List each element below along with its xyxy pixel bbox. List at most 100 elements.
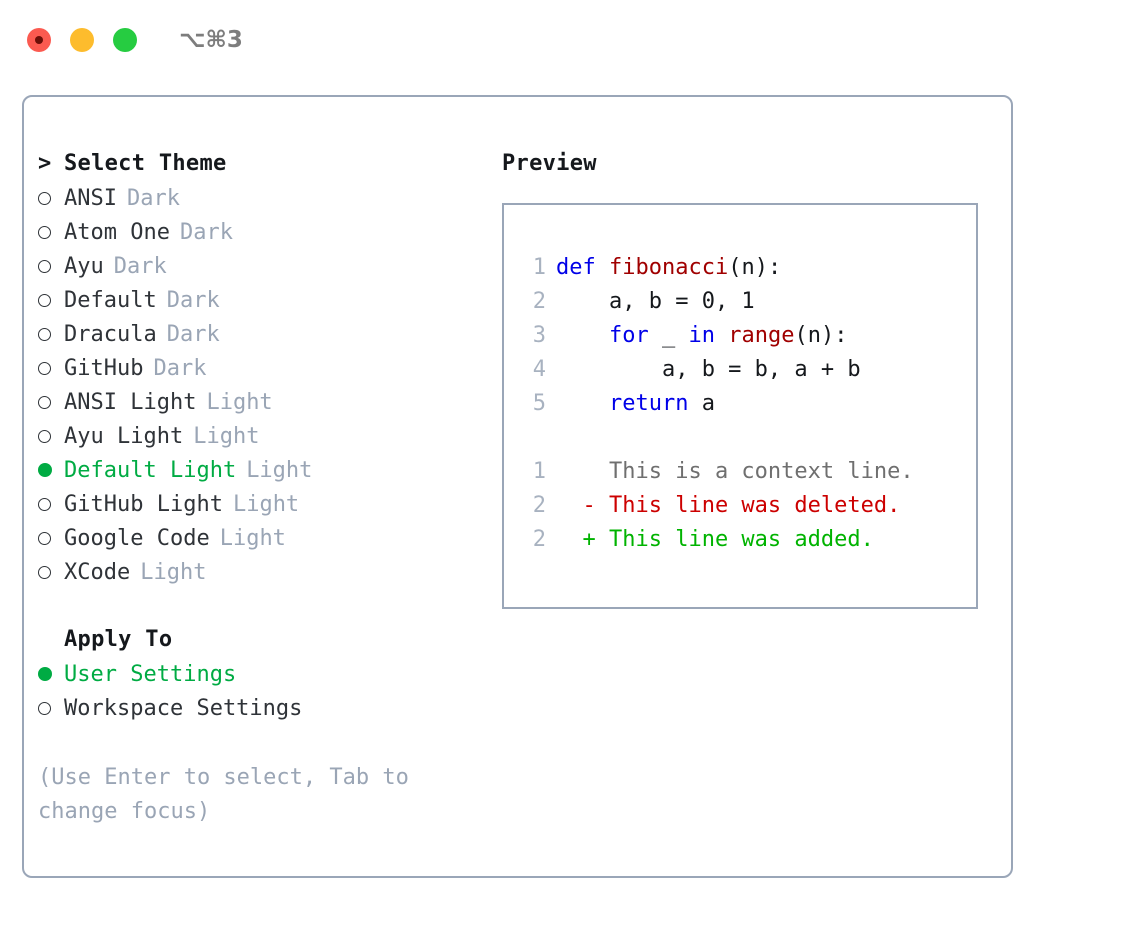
radio-unselected-icon[interactable] (38, 249, 64, 283)
theme-name: Atom One (64, 219, 170, 245)
radio-unselected-icon[interactable] (38, 419, 64, 453)
theme-mode-tag: Light (246, 458, 313, 483)
radio-glyph (38, 225, 51, 239)
recording-indicator-icon (35, 36, 43, 44)
line-number: 5 (532, 391, 546, 416)
code-token: return (608, 391, 689, 416)
radio-glyph (38, 565, 51, 579)
code-token (556, 323, 609, 348)
theme-mode-tag: Light (193, 423, 260, 449)
theme-mode-tag: Dark (113, 253, 167, 279)
diff-sign: - (556, 493, 609, 518)
code-line: 3 for _ in range(n): (520, 319, 976, 353)
theme-name: GitHub Light (64, 491, 223, 517)
preview-title: Preview (502, 151, 597, 176)
code-line-content: def fibonacci(n): (556, 251, 781, 285)
theme-list-item[interactable]: Atom One Dark (38, 215, 488, 249)
window-titlebar: ⌥⌘3 (0, 0, 1140, 80)
code-token: in (688, 323, 715, 348)
radio-unselected-icon[interactable] (38, 691, 64, 725)
diff-text: This is a context line. (608, 459, 914, 484)
maximize-button[interactable] (113, 28, 137, 52)
radio-selected-icon[interactable] (38, 453, 64, 487)
theme-mode-tag: Dark (179, 219, 233, 245)
radio-glyph (38, 701, 51, 715)
radio-glyph (38, 463, 52, 477)
code-line: 1 def fibonacci(n): (520, 251, 976, 285)
radio-unselected-icon[interactable] (38, 555, 64, 589)
apply-to-option[interactable]: Workspace Settings (38, 691, 488, 725)
diff-text: This line was deleted. (608, 493, 901, 518)
theme-list-item[interactable]: Default Light Light (38, 453, 488, 487)
radio-glyph (38, 259, 51, 273)
radio-glyph (38, 429, 51, 443)
code-token: _ (648, 323, 689, 348)
theme-list-item[interactable]: GitHub Dark (38, 351, 488, 385)
code-token: for (608, 323, 649, 348)
radio-glyph (38, 667, 52, 681)
apply-to-option-label: Workspace Settings (64, 695, 303, 721)
theme-name: Ayu Light (64, 423, 184, 449)
theme-list-item[interactable]: Dracula Dark (38, 317, 488, 351)
theme-name: Default Light (64, 458, 237, 483)
line-number: 4 (532, 357, 546, 382)
radio-unselected-icon[interactable] (38, 283, 64, 317)
line-number: 1 (532, 255, 546, 280)
close-button[interactable] (27, 28, 51, 52)
radio-unselected-icon[interactable] (38, 181, 64, 215)
code-line: 5 return a (520, 387, 976, 421)
apply-to-option[interactable]: User Settings (38, 657, 488, 691)
keyboard-hint: (Use Enter to select, Tab to change focu… (38, 765, 409, 824)
radio-unselected-icon[interactable] (38, 385, 64, 419)
radio-glyph (38, 531, 51, 545)
theme-name: ANSI (64, 185, 117, 211)
code-line: 2 a, b = 0, 1 (520, 285, 976, 319)
select-theme-header: > Select Theme (38, 147, 488, 181)
line-number: 2 (532, 493, 546, 518)
radio-glyph (38, 395, 51, 409)
theme-name: GitHub (64, 355, 144, 381)
focus-caret-icon: > (38, 151, 52, 176)
radio-unselected-icon[interactable] (38, 521, 64, 555)
theme-list-item[interactable]: Ayu Light Light (38, 419, 488, 453)
apply-to-header: Apply To (38, 623, 488, 657)
diff-text: This line was added. (608, 527, 874, 552)
code-token: (n): (728, 255, 782, 280)
apply-to-option-label: User Settings (64, 662, 237, 687)
minimize-button[interactable] (70, 28, 94, 52)
code-gap (520, 421, 976, 455)
radio-glyph (38, 191, 51, 205)
code-line-content: a, b = 0, 1 (556, 285, 755, 319)
code-line-content: return a (556, 387, 715, 421)
radio-selected-icon[interactable] (38, 657, 64, 691)
radio-unselected-icon[interactable] (38, 215, 64, 249)
radio-glyph (38, 497, 51, 511)
theme-mode-tag: Dark (153, 355, 207, 381)
theme-mode-tag: Light (219, 525, 286, 551)
theme-name: Dracula (64, 321, 157, 347)
code-line-content: a, b = b, a + b (556, 353, 861, 387)
code-line: 4 a, b = b, a + b (520, 353, 976, 387)
window-controls (27, 28, 137, 52)
radio-unselected-icon[interactable] (38, 317, 64, 351)
theme-name: Default (64, 287, 157, 313)
code-token: a (688, 391, 715, 416)
theme-list-item[interactable]: ANSI Dark (38, 181, 488, 215)
radio-unselected-icon[interactable] (38, 351, 64, 385)
code-token: a, b = 0, 1 (556, 289, 755, 314)
theme-mode-tag: Dark (166, 321, 220, 347)
theme-mode-tag: Light (206, 389, 273, 415)
radio-unselected-icon[interactable] (38, 487, 64, 521)
theme-mode-tag: Dark (126, 185, 180, 211)
